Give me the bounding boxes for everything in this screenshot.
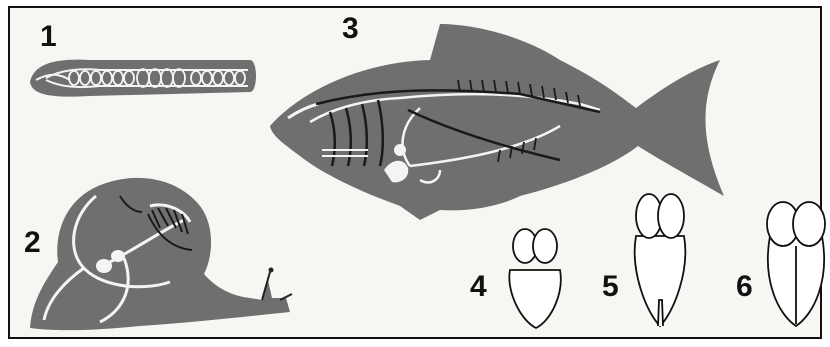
label-worm: 1 (40, 22, 57, 52)
snail-drawing (30, 178, 292, 330)
heart-three-chambered (635, 194, 686, 326)
label-fish: 3 (342, 14, 359, 44)
fish-drawing (270, 24, 724, 220)
heart-two-chambered (509, 229, 560, 328)
label-snail: 2 (24, 228, 41, 258)
label-heart-two-chambered: 4 (470, 272, 487, 302)
label-heart-three-chambered: 5 (602, 272, 619, 302)
heart-four-chambered (767, 202, 825, 326)
label-heart-four-chambered: 6 (736, 272, 753, 302)
worm-drawing (30, 60, 256, 97)
